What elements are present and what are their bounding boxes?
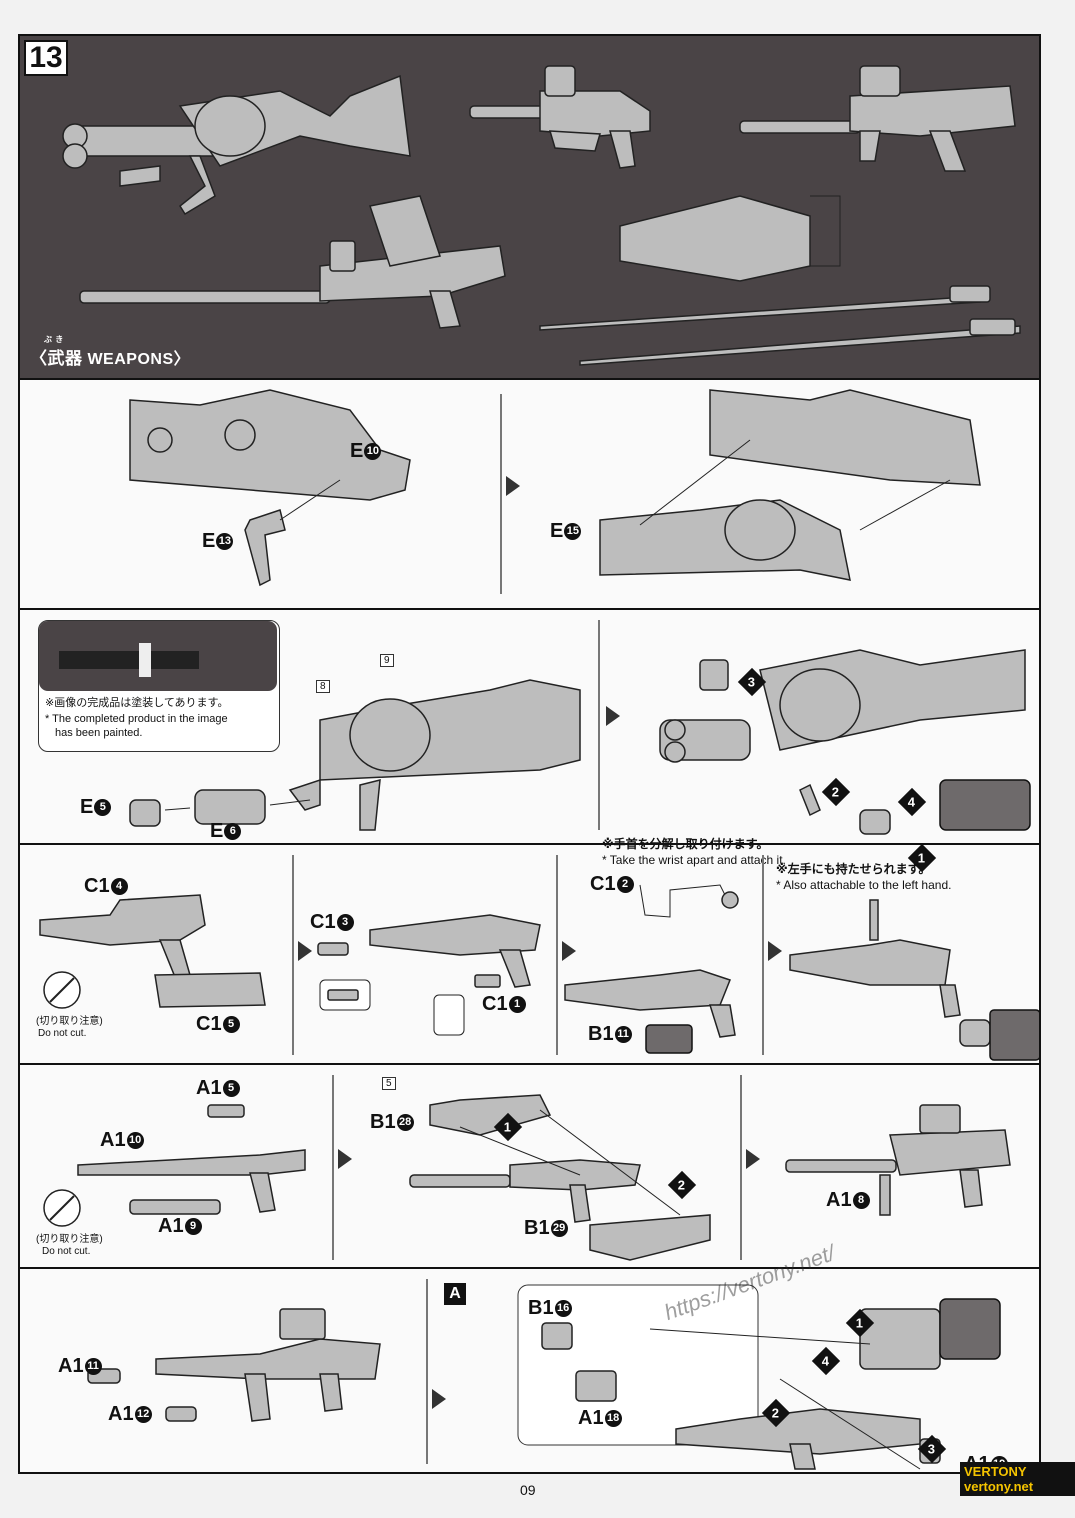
next-step-arrow bbox=[338, 1149, 352, 1169]
weapons-overview-header: 13 bbox=[20, 36, 1039, 378]
next-step-arrow bbox=[606, 706, 620, 726]
panel-divider bbox=[426, 1279, 428, 1464]
corner-logo: VERTONY vertony.net bbox=[960, 1462, 1075, 1496]
panel-divider bbox=[598, 620, 600, 830]
cut-caution-jp: (切り取り注意) bbox=[36, 1016, 103, 1027]
weapons-section-title: ぶ き 〈武器 WEAPONS〉 bbox=[30, 335, 191, 369]
weapons-title-en: WEAPONS〉 bbox=[87, 351, 191, 368]
sticker-tag-5: 5 bbox=[382, 1077, 396, 1090]
wrist-note-en: * Take the wrist apart and attach it. bbox=[602, 853, 786, 867]
panel-divider bbox=[292, 855, 294, 1055]
painted-photo-image bbox=[39, 621, 277, 691]
panel-1-drawing bbox=[129, 389, 981, 587]
sticker-tag-8: 8 bbox=[316, 680, 330, 693]
step-number-badge: 13 bbox=[24, 40, 68, 76]
sticker-tag-9: 9 bbox=[380, 654, 394, 667]
next-step-arrow bbox=[768, 941, 782, 961]
option-a-box: A bbox=[444, 1283, 466, 1305]
beam-rifle-drawing bbox=[739, 65, 1016, 172]
long-rifle-drawing bbox=[79, 195, 506, 329]
panel-divider bbox=[500, 394, 502, 594]
cut-caution-jp: (切り取り注意) bbox=[36, 1234, 103, 1245]
page-number: 09 bbox=[520, 1482, 536, 1498]
weapons-title-jp: 〈武器 bbox=[30, 349, 83, 368]
panel-3-drawing bbox=[39, 884, 1039, 1061]
left-hand-note-en: * Also attachable to the left hand. bbox=[776, 878, 952, 892]
panel-divider bbox=[762, 855, 764, 1055]
next-step-arrow bbox=[506, 476, 520, 496]
panel-2-drawing bbox=[129, 649, 1031, 835]
instruction-page-frame: 13 bbox=[18, 34, 1041, 1475]
painted-note-en-2: has been painted. bbox=[55, 727, 143, 739]
painted-note-jp: ※画像の完成品は塗装してあります。 bbox=[45, 697, 229, 709]
assembly-panel-2: ※画像の完成品は塗装してあります。 * The completed produc… bbox=[20, 608, 1039, 873]
weapons-illustration bbox=[62, 65, 1021, 366]
painted-product-callout: ※画像の完成品は塗装してあります。 * The completed produc… bbox=[38, 620, 280, 752]
next-step-arrow bbox=[746, 1149, 760, 1169]
next-step-arrow bbox=[432, 1389, 446, 1409]
cut-caution-en: Do not cut. bbox=[38, 1028, 87, 1039]
bazooka-drawing bbox=[62, 74, 411, 216]
panel-4-drawing bbox=[43, 1094, 1011, 1261]
shield-drawing bbox=[619, 195, 841, 282]
panel-divider bbox=[740, 1075, 742, 1260]
next-step-arrow bbox=[562, 941, 576, 961]
left-hand-note-jp: ※左手にも持たせられます。 bbox=[776, 862, 931, 876]
weapons-title-ruby: ぶ き bbox=[44, 335, 64, 344]
panel-divider bbox=[332, 1075, 334, 1260]
panel-5-drawing bbox=[87, 1284, 1001, 1470]
next-step-arrow bbox=[298, 941, 312, 961]
panel-divider bbox=[556, 855, 558, 1055]
painted-note-en-1: * The completed product in the image bbox=[45, 713, 228, 725]
beam-saber-drawing bbox=[539, 285, 1021, 366]
machine-gun-drawing bbox=[469, 65, 651, 169]
cut-caution-en: Do not cut. bbox=[42, 1246, 91, 1257]
